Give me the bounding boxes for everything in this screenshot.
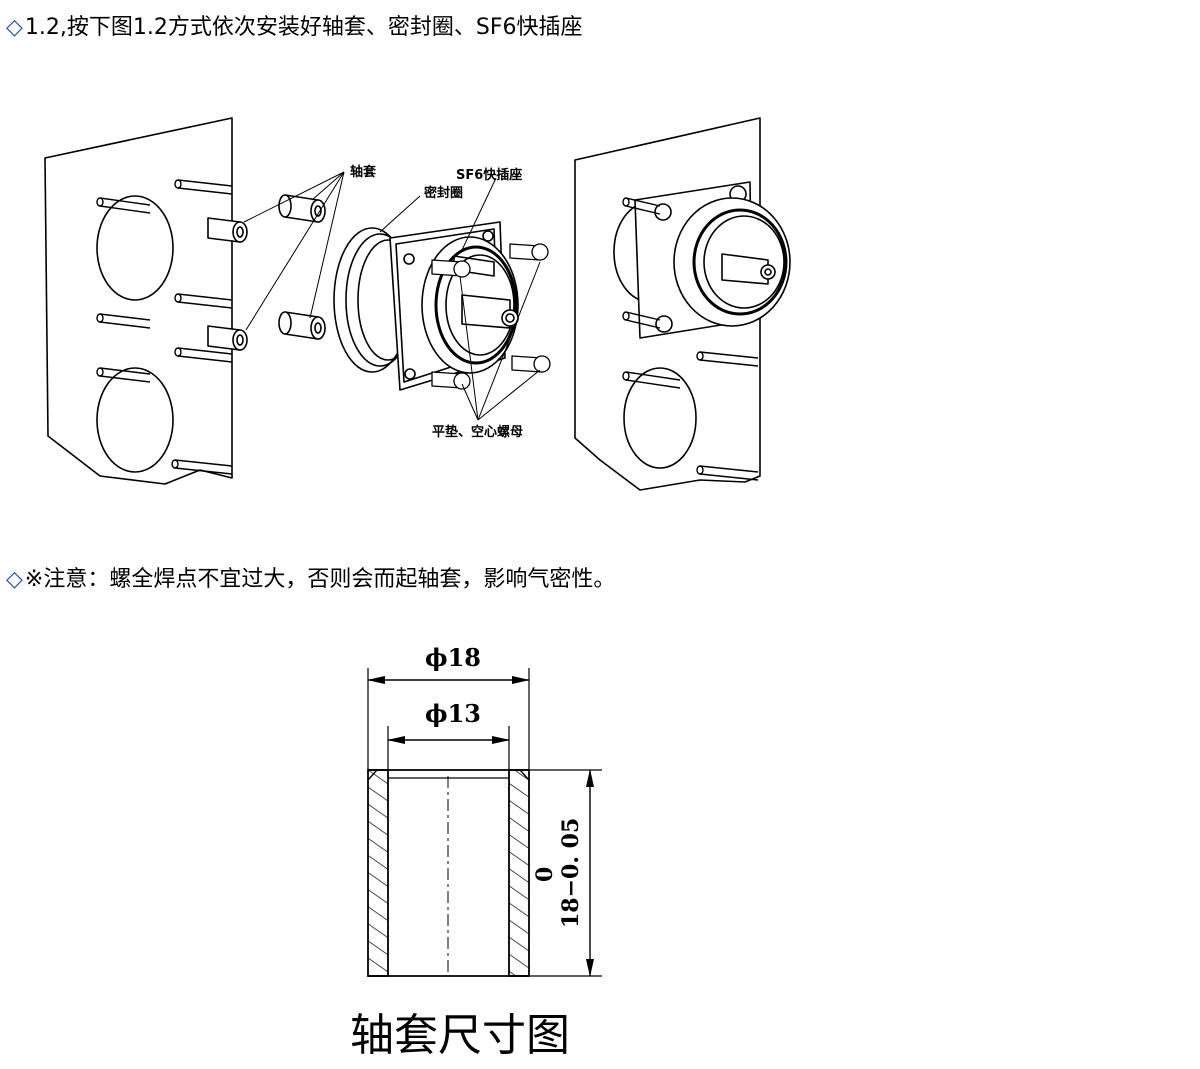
height-upper-tolerance-label: 0 <box>532 867 558 882</box>
diamond-bullet-icon: ◇ <box>6 567 23 592</box>
inner-diameter-label: ϕ13 <box>425 699 481 728</box>
seal-label: 密封圈 <box>423 185 463 201</box>
drawing-caption: 轴套尺寸图 <box>350 1010 570 1061</box>
right-assembled-panel <box>574 117 791 491</box>
diamond-bullet-icon: ◇ <box>6 15 23 40</box>
step-text: 1.2,按下图1.2方式依次安装好轴套、密封圈、SF6快插座 <box>24 15 583 40</box>
right-wall-section <box>508 769 530 977</box>
sleeve-label: 轴套 <box>350 164 377 180</box>
assembly-illustration: 轴套 SF6快插座 密封圈 平垫、空心螺母 <box>44 117 791 491</box>
left-wall-section <box>367 769 389 977</box>
leader-lines <box>243 171 541 421</box>
washers-and-nuts <box>431 243 551 390</box>
height-tolerance-label: 18−0. 05 <box>558 818 584 928</box>
left-mounting-panel <box>44 117 248 485</box>
caution-note: ◇※注意：螺全焊点不宜过大，否则会而起轴套，影响气密性。 <box>6 566 615 594</box>
socket-label: SF6快插座 <box>456 167 522 183</box>
washer-nut-label: 平垫、空心螺母 <box>432 424 523 440</box>
note-text: ※注意：螺全焊点不宜过大，否则会而起轴套，影响气密性。 <box>24 567 616 592</box>
step-instruction: ◇1.2,按下图1.2方式依次安装好轴套、密封圈、SF6快插座 <box>6 14 583 42</box>
loose-sleeve-parts <box>278 194 326 340</box>
outer-diameter-label: ϕ18 <box>425 643 481 672</box>
